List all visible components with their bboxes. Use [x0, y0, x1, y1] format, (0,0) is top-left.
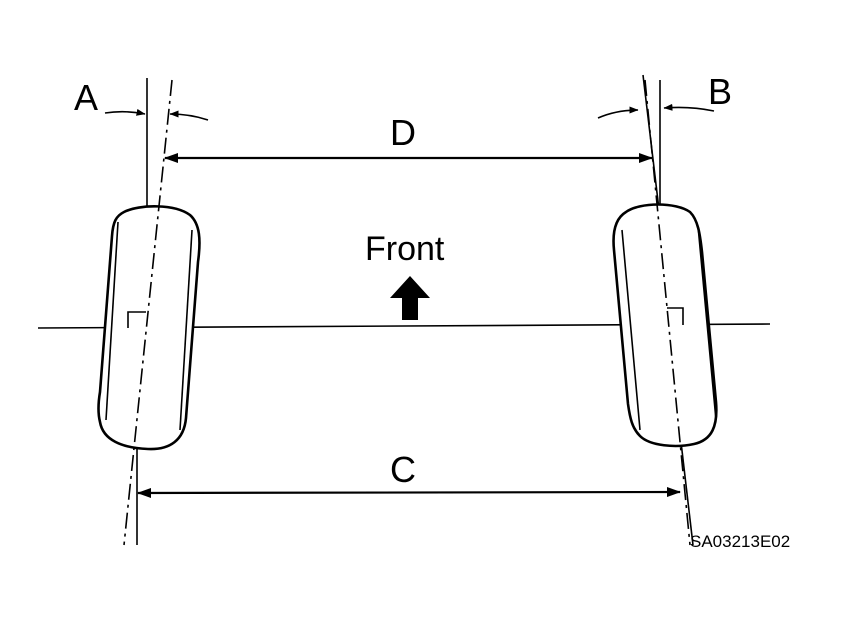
left-tire	[97, 205, 201, 451]
right-right-angle-mark	[667, 307, 684, 325]
left-angle-arc-right	[169, 110, 209, 121]
left-tire-outer-edge	[179, 229, 193, 431]
label-front: Front	[365, 230, 445, 268]
dimension-c-line	[137, 487, 681, 498]
figure-code: SA03213E02	[690, 532, 790, 551]
arrow-up-icon	[390, 276, 430, 320]
left-wheel	[97, 78, 209, 546]
left-angle-arc	[104, 108, 146, 116]
right-wheel	[597, 74, 718, 546]
right-tire-inner-edge	[621, 229, 641, 431]
right-wheel-centerline	[644, 79, 691, 546]
label-d: D	[390, 112, 416, 153]
right-tire	[612, 203, 718, 448]
left-wheel-centerline	[123, 79, 173, 546]
right-angle-arc-right	[663, 103, 715, 112]
right-tire-outer-edge	[697, 225, 717, 421]
label-b: B	[708, 71, 732, 112]
left-right-angle-mark	[127, 311, 146, 328]
right-vertical-reference-line-lower	[680, 441, 694, 546]
label-a: A	[74, 77, 98, 118]
right-angle-arc	[597, 106, 639, 119]
label-c: C	[390, 449, 416, 490]
left-tire-inner-edge	[105, 221, 119, 421]
